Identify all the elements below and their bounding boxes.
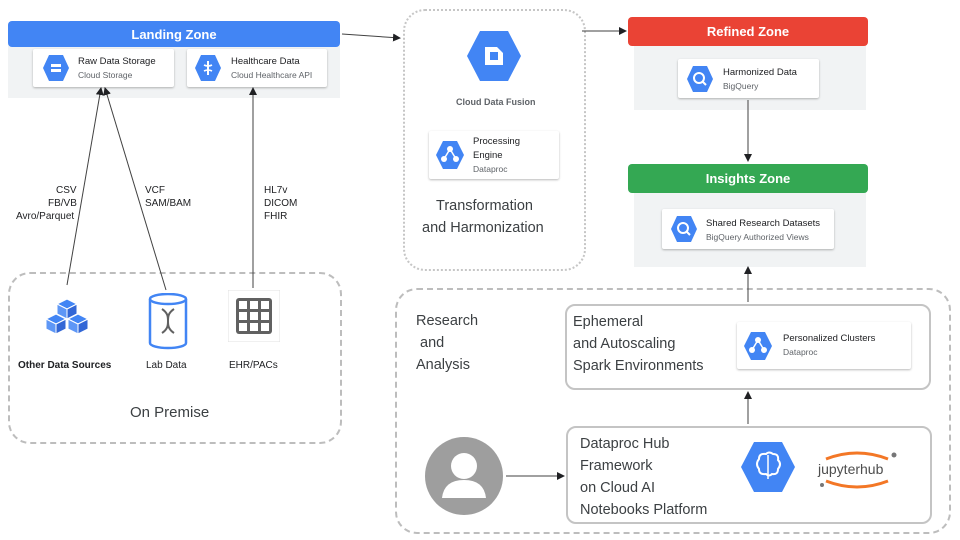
- lab-data-label: Lab Data: [146, 360, 187, 371]
- refined-zone-header: Refined Zone: [628, 17, 868, 46]
- harmonized-data-card[interactable]: Harmonized Data BigQuery: [678, 59, 819, 98]
- format-label-fbvb: FB/VB: [48, 198, 77, 209]
- ehr-grid-icon: [228, 290, 280, 342]
- personalized-clusters-sub: Dataproc: [783, 347, 818, 357]
- format-label-vcf: VCF: [145, 185, 165, 196]
- insights-zone-title: Insights Zone: [705, 171, 791, 186]
- jupyter-orbit-icon: [820, 451, 897, 489]
- shared-datasets-sub: BigQuery Authorized Views: [706, 232, 809, 242]
- harmonized-data-sub: BigQuery: [723, 81, 759, 91]
- ehr-pacs-label: EHR/PACs: [229, 360, 278, 371]
- jupyterhub-wordmark: jupyterhub: [818, 461, 884, 477]
- transformation-container: [403, 9, 586, 271]
- shared-datasets-card[interactable]: Shared Research Datasets BigQuery Author…: [662, 209, 834, 249]
- healthcare-data-title: Healthcare Data: [231, 56, 300, 67]
- processing-engine-card[interactable]: Processing Engine Dataproc: [429, 131, 559, 179]
- cubes-icon: [44, 298, 90, 335]
- data-fusion-label: Cloud Data Fusion: [456, 97, 536, 107]
- raw-data-storage-sub: Cloud Storage: [78, 70, 133, 80]
- personalized-clusters-card[interactable]: Personalized Clusters Dataproc: [737, 322, 911, 369]
- ai-platform-icon: [741, 442, 795, 492]
- format-label-dicom: DICOM: [264, 198, 298, 209]
- dataproc-icon: [436, 141, 464, 169]
- landing-zone-title: Landing Zone: [131, 26, 217, 42]
- lab-data-icon: [148, 293, 188, 350]
- processing-engine-title-2: Engine: [473, 150, 503, 161]
- personalized-clusters-title: Personalized Clusters: [783, 333, 876, 344]
- processing-engine-title-1: Processing: [473, 136, 520, 147]
- hub-line-3: on Cloud AI: [580, 480, 655, 496]
- healthcare-api-icon: [195, 55, 221, 81]
- format-label-fhir: FHIR: [264, 211, 288, 222]
- ephemeral-line-1: Ephemeral: [573, 314, 644, 330]
- healthcare-data-sub: Cloud Healthcare API: [231, 70, 313, 80]
- raw-data-storage-card[interactable]: Raw Data Storage Cloud Storage: [33, 49, 174, 87]
- processing-engine-sub: Dataproc: [473, 164, 508, 174]
- format-label-csv: CSV: [56, 185, 77, 196]
- bigquery-icon: [687, 66, 713, 92]
- on-premise-container: [8, 272, 342, 444]
- hub-line-4: Notebooks Platform: [580, 502, 708, 518]
- bigquery-icon: [671, 216, 697, 242]
- shared-datasets-title: Shared Research Datasets: [706, 218, 821, 229]
- insights-zone-header: Insights Zone: [628, 164, 868, 193]
- transformation-line-2: and Harmonization: [422, 220, 544, 236]
- jupyterhub-logo: jupyterhub: [812, 449, 910, 491]
- research-line-2: and: [420, 335, 445, 351]
- harmonized-data-title: Harmonized Data: [723, 67, 797, 78]
- user-avatar-icon: [425, 437, 503, 515]
- research-line-1: Research: [416, 313, 479, 329]
- refined-zone-title: Refined Zone: [706, 24, 790, 39]
- raw-data-storage-title: Raw Data Storage: [78, 56, 156, 67]
- format-label-hl7v: HL7v: [264, 185, 288, 196]
- on-premise-title: On Premise: [130, 404, 210, 421]
- cloud-storage-icon: [43, 55, 69, 81]
- healthcare-data-card[interactable]: Healthcare Data Cloud Healthcare API: [187, 49, 327, 87]
- data-fusion-icon: [467, 31, 521, 81]
- format-label-avro: Avro/Parquet: [16, 211, 75, 222]
- research-line-3: Analysis: [416, 357, 470, 373]
- hub-line-1: Dataproc Hub: [580, 436, 670, 452]
- dataproc-icon: [744, 332, 772, 360]
- format-label-sambam: SAM/BAM: [145, 198, 192, 209]
- hub-line-2: Framework: [580, 458, 653, 474]
- ephemeral-line-2: and Autoscaling: [573, 336, 676, 352]
- ephemeral-line-3: Spark Environments: [573, 358, 704, 374]
- transformation-line-1: Transformation: [436, 198, 533, 214]
- landing-zone-header: Landing Zone: [8, 21, 340, 47]
- other-data-sources-label: Other Data Sources: [18, 360, 112, 371]
- research-container: [395, 288, 951, 534]
